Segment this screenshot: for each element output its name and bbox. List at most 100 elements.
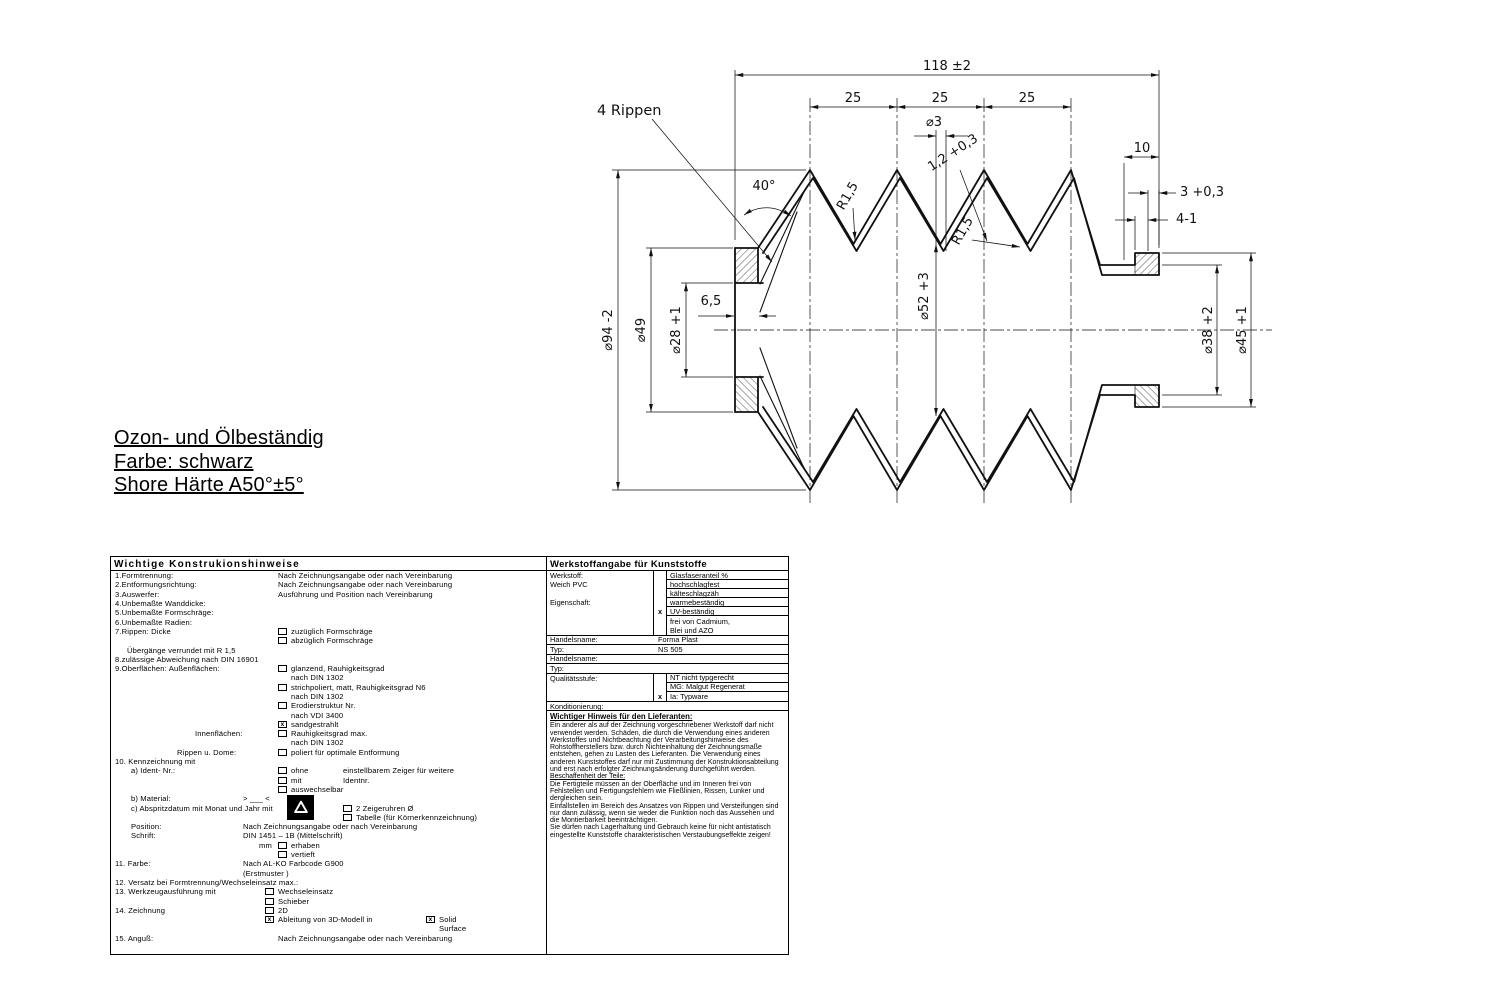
k-row: 1.Formtrennung:Nach Zeichnungsangabe ode… xyxy=(111,571,546,580)
checkbox xyxy=(278,730,287,738)
row-value: mit xyxy=(291,775,302,785)
cell-value: MG: Malgut Regenerat xyxy=(667,683,788,692)
k-row: abzüglich Formschräge xyxy=(111,636,546,645)
note-ozone: Ozon- und Ölbeständig xyxy=(114,427,324,449)
row-label: Schrift: xyxy=(131,831,156,841)
row-value: Erodierstruktur Nr. xyxy=(291,701,356,711)
k-row: nach VDI 3400 xyxy=(111,710,546,720)
row-value: Nach Zeichnungsangabe oder nach Vereinba… xyxy=(278,571,453,581)
row-value: strichpoliert, matt, Rauhigkeitsgrad N6 xyxy=(291,682,426,692)
trade-label: Typ: xyxy=(550,663,564,673)
cell-label xyxy=(547,626,653,635)
title-block: Wichtige Konstrukionshinweise 1.Formtren… xyxy=(110,556,789,955)
cell-check-checked: x xyxy=(653,691,667,701)
k-row: nach DIN 1302 xyxy=(111,692,546,701)
dim-d28: ⌀28 +1 xyxy=(669,306,684,354)
row-label: 4.Unbemaßte Wanddicke: xyxy=(115,599,206,609)
k-row: Surface xyxy=(111,924,546,933)
technical-drawing: 118 ±2 25 25 25 ⌀3 1,2 +0,3 10 3 +0,3 4-… xyxy=(597,59,1272,506)
row-value: Wechseleinsatz xyxy=(278,887,334,897)
checkbox xyxy=(265,888,274,896)
row-label: b) Material: xyxy=(131,794,171,804)
row-label: 12. Versatz bei Formtrennung/Wechseleins… xyxy=(115,877,299,887)
row-label: mm xyxy=(259,840,272,850)
cell-check xyxy=(653,580,667,590)
row-value: nach VDI 3400 xyxy=(291,710,344,720)
row-label: 3.Auswerfer: xyxy=(115,589,160,599)
supplier-note-paragraph: Die Fertigteile müssen an der Oberfläche… xyxy=(550,780,765,803)
row-value: nach DIN 1302 xyxy=(291,673,344,683)
row-value: nach DIN 1302 xyxy=(291,692,344,701)
k-row: Erodierstruktur Nr. xyxy=(111,701,546,710)
trade-label: Typ: xyxy=(550,644,564,654)
trade-label: Handelsname: xyxy=(550,654,598,664)
checkbox xyxy=(278,627,287,635)
konditionierung-label: Konditionierung: xyxy=(550,701,604,711)
cell-check xyxy=(653,682,667,692)
cell-value: Ia: Typware xyxy=(670,691,709,701)
k-row: 9.Oberflächen: Außenflächen:glanzend, Ra… xyxy=(111,664,546,673)
dim-radius-1: R1,5 xyxy=(834,180,862,213)
cell-value: Glasfaseranteil % xyxy=(667,571,788,581)
row-value: vertieft xyxy=(291,850,315,860)
k-row: vertieft xyxy=(111,850,546,859)
row-value-2: Surface xyxy=(439,924,467,934)
checkbox xyxy=(278,841,287,849)
dim-wall-thickness: 1,2 +0,3 xyxy=(925,131,980,174)
row-label: Rippen u. Dome: xyxy=(177,747,237,757)
k-row: Übergänge verrundet mit R 1,5 xyxy=(111,645,546,655)
row-value: Rauhigkeitsgrad max. xyxy=(291,729,368,739)
checkbox xyxy=(343,813,352,821)
checkbox xyxy=(278,637,287,645)
checkbox xyxy=(278,785,287,793)
k-row: nach DIN 1302 xyxy=(111,673,546,682)
row-value: Nach Zeichnungsangabe oder nach Vereinba… xyxy=(243,822,418,832)
row-value: Ableitung von 3D-Modell in xyxy=(278,915,373,925)
row-value-2: Identnr. xyxy=(343,775,370,785)
checkbox-checked: x xyxy=(278,720,287,728)
row-value: poliert für optimale Entformung xyxy=(291,747,400,757)
k-row: 10. Kennzeichnung mit xyxy=(111,757,546,766)
k-row: 11. Farbe:Nach AL-KO Farbcode G900 xyxy=(111,859,546,868)
cell-value: Blei und AZO xyxy=(670,625,714,635)
row-value: erhaben xyxy=(291,840,320,850)
dim-d45: ⌀45 +1 xyxy=(1235,306,1250,354)
k-row: 6.Unbemaßte Radien: xyxy=(111,617,546,627)
row-value: Ausführung und Position nach Vereinbarun… xyxy=(278,589,433,599)
checkbox xyxy=(278,776,287,784)
cell-check xyxy=(653,598,667,608)
dim-cone-angle: 40° xyxy=(752,179,775,194)
dim-collar-a: 3 +0,3 xyxy=(1180,185,1224,200)
k-row: 15. Anguß:Nach Zeichnungsangabe oder nac… xyxy=(111,934,546,943)
k-row: 8.zulässige Abweichung nach DIN 16901 xyxy=(111,655,546,664)
row-label: 10. Kennzeichnung mit xyxy=(115,757,196,767)
row-label: a) Ident- Nr.: xyxy=(131,766,176,776)
k-row: strichpoliert, matt, Rauhigkeitsgrad N6 xyxy=(111,683,546,692)
construction-panel-title: Wichtige Konstrukionshinweise xyxy=(111,557,546,571)
dim-hole-diameter: ⌀3 xyxy=(926,115,942,130)
cell-label: Eigenschaft: xyxy=(550,598,591,608)
cell-value: NT nicht typgerecht xyxy=(667,674,788,683)
dim-neck-length: 10 xyxy=(1134,141,1151,156)
dim-radius-2: R1,5 xyxy=(949,215,977,248)
material-notes: Ozon- und Ölbeständig Farbe: schwarz Sho… xyxy=(114,427,324,498)
konditionierung-row: Konditionierung: xyxy=(547,702,788,712)
row-value: DIN 1451 – 1B (Mittelschrift) xyxy=(243,831,343,841)
checkbox-checked: x xyxy=(265,916,274,924)
k-row: Tabelle (für Körnerkennzeichnung) xyxy=(111,813,546,822)
checkbox xyxy=(278,851,287,859)
row-label: 14. Zeichnung xyxy=(115,905,166,915)
cell-label: Qualitätsstufe: xyxy=(550,673,598,683)
dim-collar-b: 4-1 xyxy=(1176,212,1197,227)
row-value: Nach Zeichnungsangabe oder nach Vereinba… xyxy=(278,933,453,943)
k-row: b) Material: > ___ < xyxy=(111,794,546,803)
row-value: Schieber xyxy=(278,896,310,906)
row-value: > ___ < xyxy=(243,794,270,804)
cell-check xyxy=(653,673,667,683)
